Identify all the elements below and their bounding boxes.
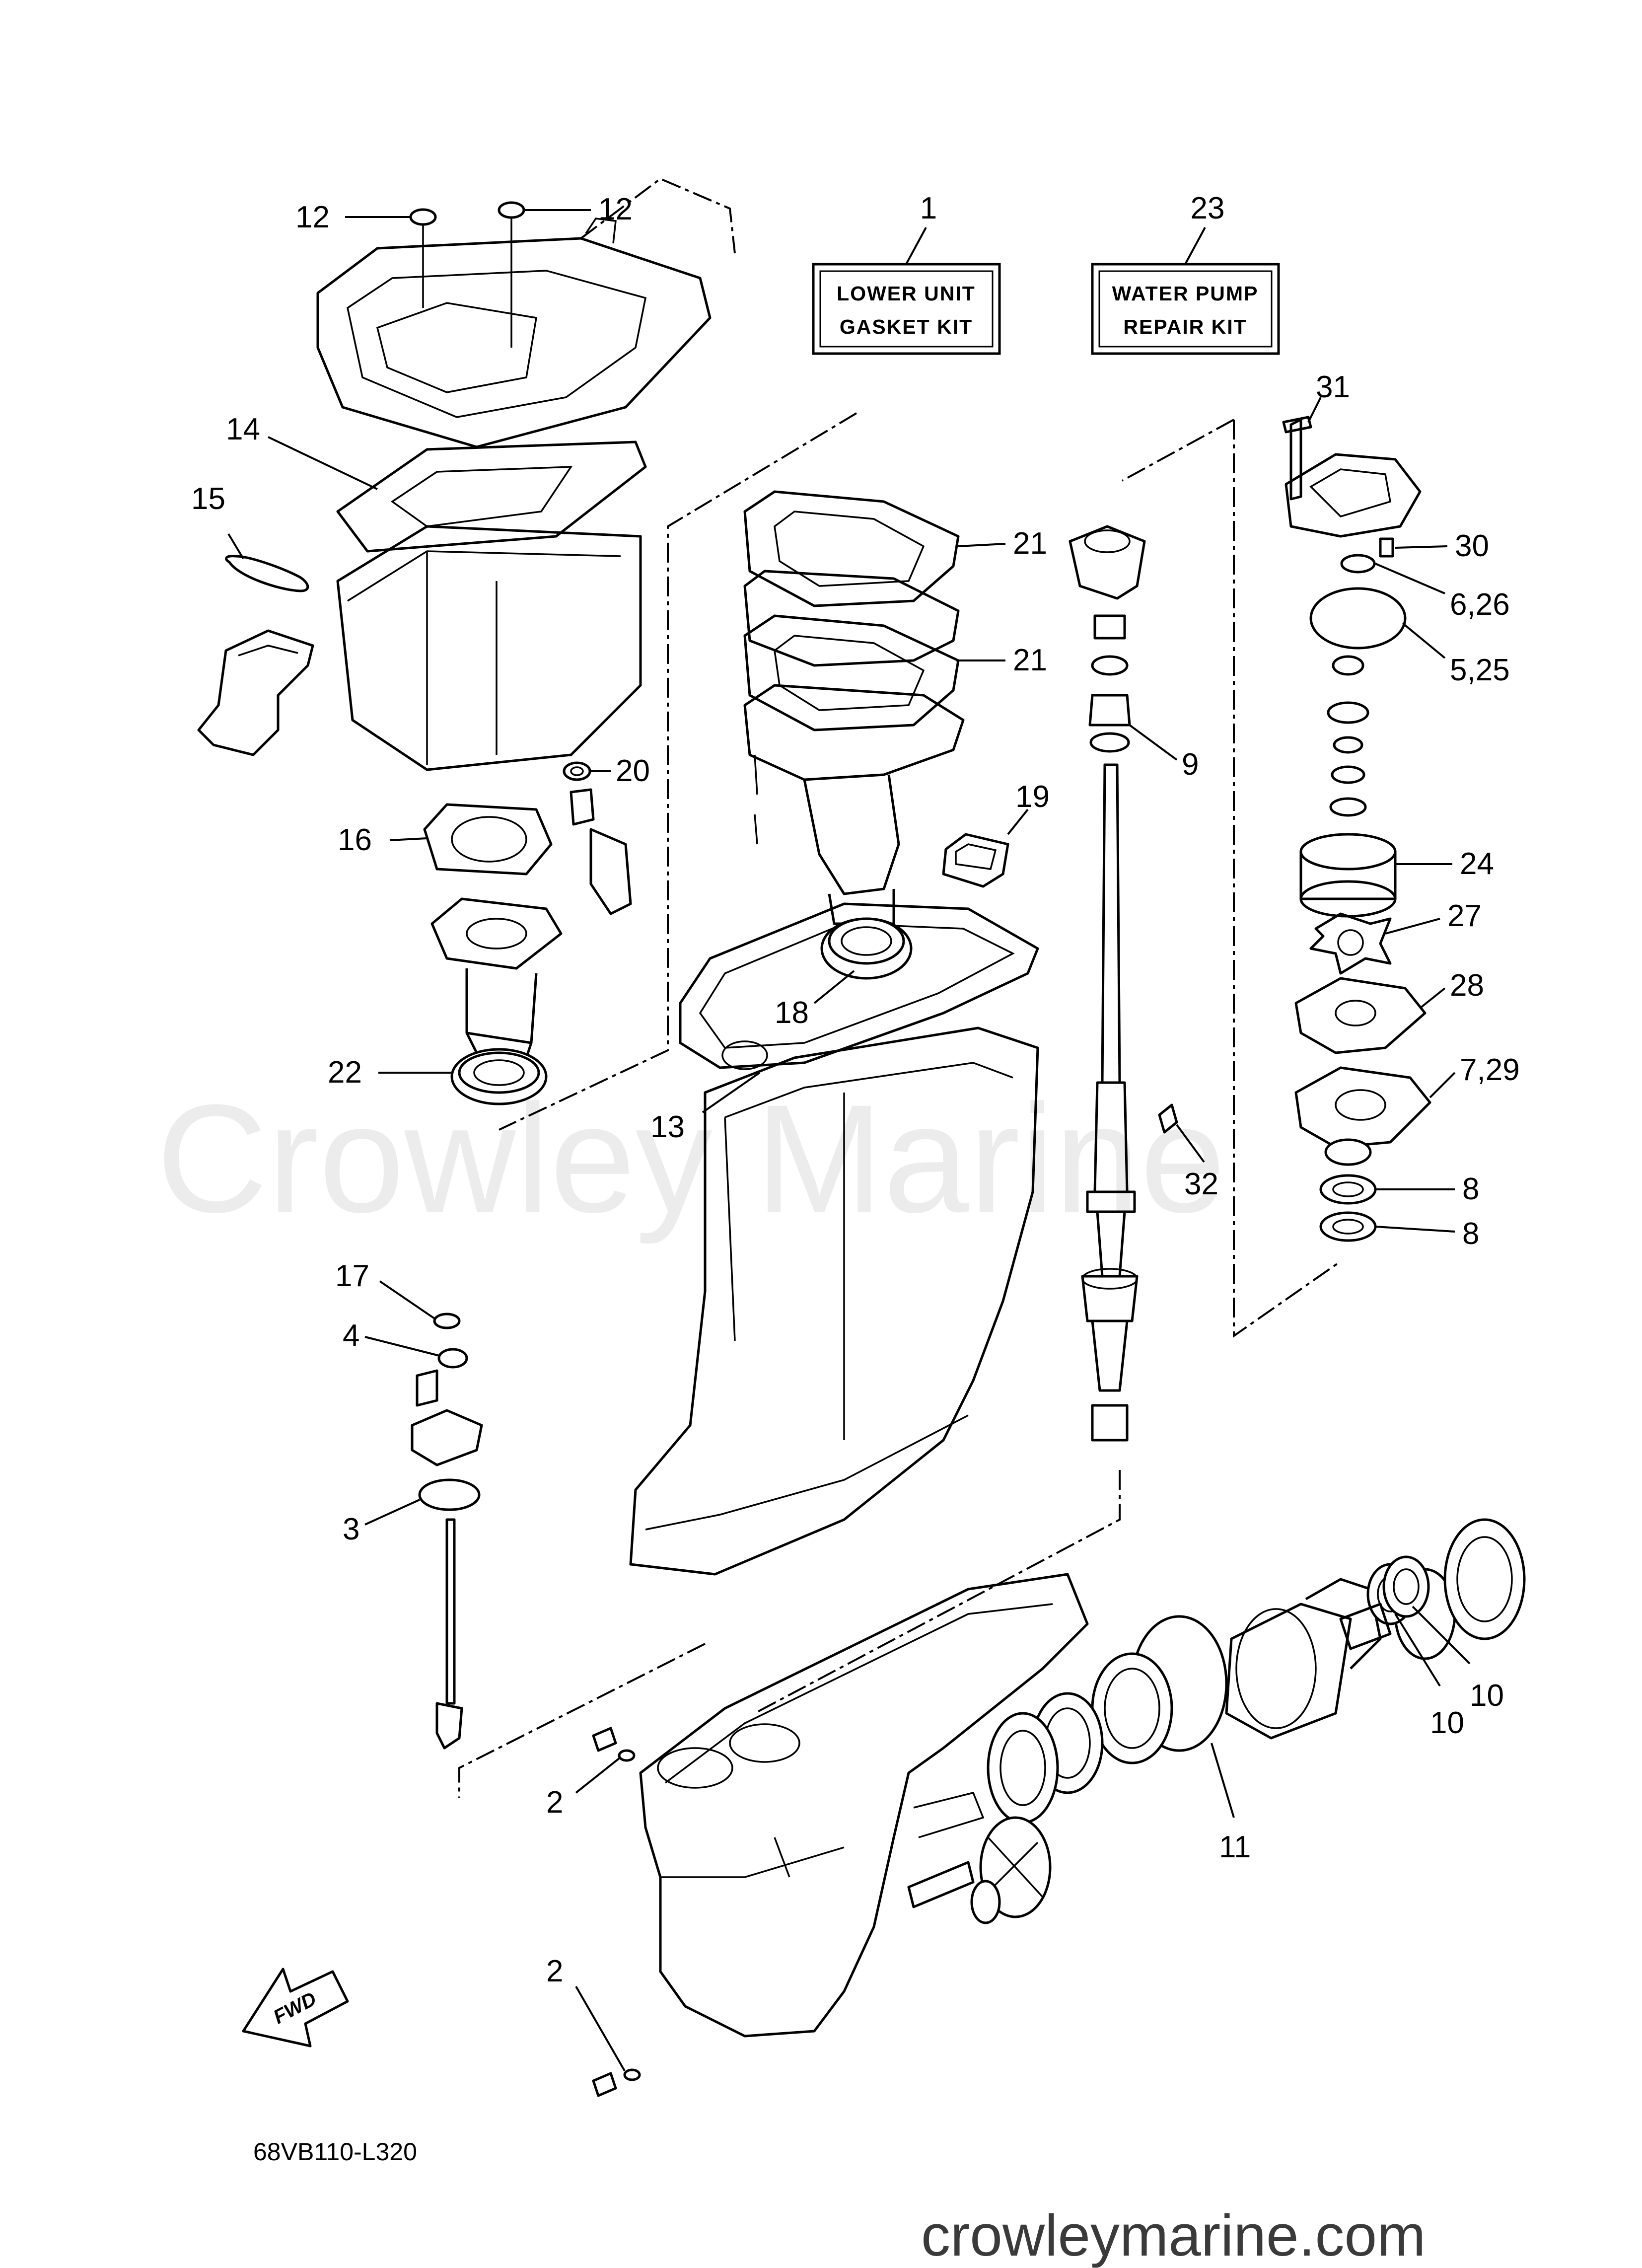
gasket-21-lower xyxy=(743,614,960,732)
exhaust-guide-part xyxy=(316,177,736,448)
o-ring-12a xyxy=(409,208,437,226)
callout-1: 1 xyxy=(920,191,937,225)
callout-24: 24 xyxy=(1460,847,1494,881)
callout-10-right: 10 xyxy=(1470,1679,1504,1713)
callout-5-25: 5,25 xyxy=(1450,653,1510,687)
callout-2-lower: 2 xyxy=(546,1954,563,1988)
seal-8-stack xyxy=(1319,1138,1377,1242)
callout-15: 15 xyxy=(191,482,225,516)
pin-30 xyxy=(1379,537,1394,558)
propeller-shaft-part xyxy=(907,1861,975,1908)
bolt-31 xyxy=(1282,416,1312,434)
forward-gear-part xyxy=(987,1712,1059,1824)
callout-8-upper: 8 xyxy=(1462,1172,1479,1206)
callout-19: 19 xyxy=(1015,780,1050,814)
o-ring-6-26 xyxy=(1340,554,1376,574)
shift-rod-holder xyxy=(411,1369,483,1466)
callout-10-left: 10 xyxy=(1430,1706,1464,1740)
callout-18: 18 xyxy=(775,996,809,1030)
spacer-part xyxy=(1339,1603,1392,1650)
pump-insert-stack xyxy=(1327,655,1369,817)
callouts: 12 12 14 15 16 20 22 21 21 19 18 13 9 31… xyxy=(191,192,1520,1988)
callout-22: 22 xyxy=(328,1055,362,1090)
pinion-gear-part xyxy=(970,1816,1052,1924)
gasket-13 xyxy=(679,902,1039,1070)
bushing-20 xyxy=(563,761,591,781)
drain-pipe-part xyxy=(570,788,632,915)
bearing-housing-part xyxy=(1225,1578,1382,1740)
callout-16: 16 xyxy=(338,823,372,857)
oil-seal-22 xyxy=(450,1048,548,1105)
callout-12-left: 12 xyxy=(295,200,330,234)
callout-21-upper: 21 xyxy=(1013,526,1047,561)
callout-12-right: 12 xyxy=(598,192,633,226)
plug-2a xyxy=(592,1727,636,1762)
leader-lines xyxy=(227,209,1471,2071)
callout-31: 31 xyxy=(1316,370,1350,404)
lower-unit-kit-line2: GASKET KIT xyxy=(840,315,973,338)
gasket-16 xyxy=(423,803,553,876)
callout-8-lower: 8 xyxy=(1462,1217,1479,1251)
o-ring-5-25 xyxy=(1309,587,1407,650)
oil-pan-part xyxy=(336,525,642,771)
callout-14: 14 xyxy=(226,412,260,446)
watermark-text: Crowley Marine xyxy=(156,1072,1225,1245)
callout-4: 4 xyxy=(343,1318,359,1353)
callout-30: 30 xyxy=(1455,529,1489,563)
callout-17: 17 xyxy=(335,1259,369,1293)
plug-2b xyxy=(592,2068,641,2097)
o-ring-15 xyxy=(225,555,309,592)
callout-9: 9 xyxy=(1182,747,1199,782)
callout-21-lower: 21 xyxy=(1013,643,1047,677)
insert-cartridge-24 xyxy=(1299,833,1397,918)
key-32 xyxy=(1158,1103,1178,1134)
lower-unit-gasket-kit-box: LOWER UNIT GASKET KIT 1 xyxy=(812,191,1001,355)
upper-casing-part xyxy=(629,1026,1039,1576)
water-pipe-assembly xyxy=(430,897,563,1059)
gasket-7-29 xyxy=(1294,1066,1431,1149)
seal-10-pair xyxy=(1366,1555,1430,1625)
callout-11: 11 xyxy=(1219,1830,1251,1864)
oil-seal-18 xyxy=(820,917,913,980)
lower-casing-part xyxy=(639,1573,1089,2038)
fwd-label: FWD xyxy=(270,1988,320,2029)
o-ring-3 xyxy=(418,1478,481,1511)
callout-20: 20 xyxy=(616,754,650,788)
callout-32: 32 xyxy=(1184,1167,1218,1201)
gasket-14 xyxy=(336,440,647,553)
exhaust-manifold-part xyxy=(743,570,960,667)
exhaust-guide-pipe xyxy=(743,684,965,925)
o-ring-17 xyxy=(433,1313,461,1329)
callout-23: 23 xyxy=(1191,191,1225,225)
water-pump-kit-line1: WATER PUMP xyxy=(1112,282,1259,305)
callout-13: 13 xyxy=(650,1110,685,1144)
o-ring-12b xyxy=(498,201,525,219)
shift-rod xyxy=(435,1518,463,1750)
suction-pipe-part xyxy=(197,629,314,756)
impeller-27 xyxy=(1309,912,1392,975)
bearing-ring-part xyxy=(1031,1652,1173,1794)
callout-27: 27 xyxy=(1447,899,1482,933)
lower-unit-kit-line1: LOWER UNIT xyxy=(837,282,976,305)
bushing-4 xyxy=(437,1348,468,1369)
fwd-arrow-icon: FWD xyxy=(242,1968,349,2048)
drive-shaft-column xyxy=(1069,525,1146,1442)
callout-28: 28 xyxy=(1450,968,1484,1003)
water-pump-housing xyxy=(1282,416,1422,538)
callout-7-29: 7,29 xyxy=(1460,1053,1520,1087)
footer-site-url: crowleymarine.com xyxy=(921,2203,1426,2268)
bushing-9 xyxy=(1088,694,1131,727)
water-pump-repair-kit-box: WATER PUMP REPAIR KIT 23 xyxy=(1091,191,1280,355)
outer-plate-28 xyxy=(1294,977,1427,1054)
diagram-code: 68VB110-L320 xyxy=(253,2138,417,2166)
callout-2-upper: 2 xyxy=(546,1785,563,1820)
water-pump-kit-line2: REPAIR KIT xyxy=(1123,315,1247,338)
rubber-seal-19 xyxy=(942,833,1009,888)
callout-3: 3 xyxy=(343,1512,359,1546)
assembly-lines xyxy=(458,412,1342,1798)
gasket-21-upper xyxy=(743,490,960,607)
callout-6-26: 6,26 xyxy=(1450,587,1510,622)
